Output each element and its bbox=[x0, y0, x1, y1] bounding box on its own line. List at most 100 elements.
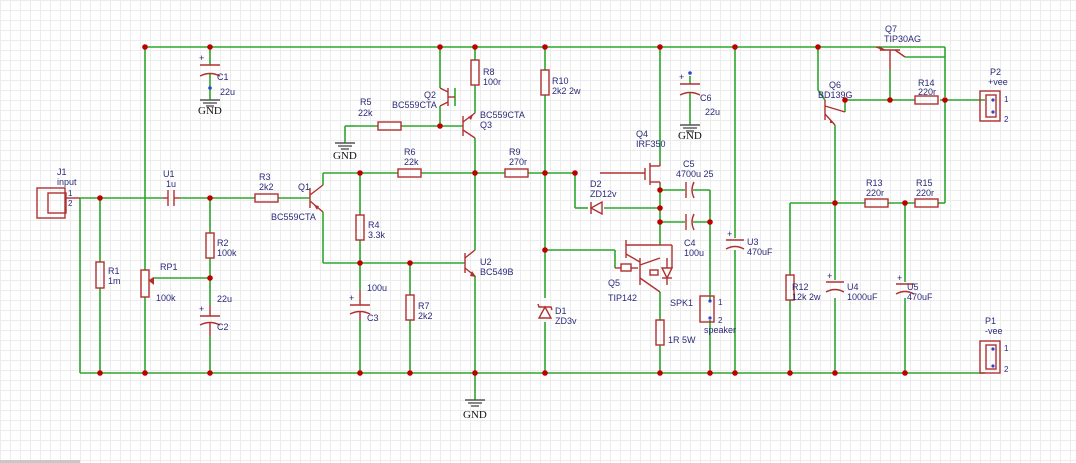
j1-ref: J1 bbox=[57, 167, 67, 177]
p2-value: +vee bbox=[988, 77, 1008, 87]
ground-symbol-main bbox=[465, 399, 485, 407]
rp1-ref: RP1 bbox=[160, 262, 178, 272]
transistor-q2[interactable] bbox=[439, 87, 455, 107]
capacitor-c5[interactable] bbox=[685, 181, 695, 199]
r2-ref: R2 bbox=[217, 238, 229, 248]
c4-ref: C4 bbox=[684, 238, 696, 248]
darlington-q5[interactable] bbox=[615, 240, 674, 293]
d2-ref: D2 bbox=[590, 179, 602, 189]
gnd-label-c6: GND bbox=[678, 130, 702, 142]
resistor-r7[interactable] bbox=[405, 294, 415, 321]
gnd-label-c1: GND bbox=[198, 105, 222, 117]
j1-pin-2: 2 bbox=[68, 199, 73, 208]
q5-ref: Q5 bbox=[608, 278, 620, 288]
q1-value: BC559CTA bbox=[271, 212, 316, 222]
connector-p1[interactable] bbox=[979, 340, 1001, 374]
r12-value: 12k 2w bbox=[792, 292, 821, 302]
horizontal-scrollbar[interactable] bbox=[0, 460, 80, 463]
q7-ref: Q7 bbox=[885, 24, 897, 34]
q5-value: TIP142 bbox=[608, 293, 637, 303]
resistor-r2[interactable] bbox=[205, 232, 215, 259]
r8-value: 100r bbox=[483, 77, 501, 87]
r3-value: 2k2 bbox=[259, 182, 274, 192]
q7-value: TIP30AG bbox=[884, 34, 921, 44]
resistor-r6[interactable] bbox=[397, 168, 422, 178]
capacitor-u1[interactable] bbox=[163, 190, 180, 206]
svg-text:+: + bbox=[727, 229, 732, 239]
spk1-pin-1: 1 bbox=[718, 298, 723, 307]
resistor-r1[interactable] bbox=[95, 261, 105, 289]
resistor-r14[interactable] bbox=[914, 95, 939, 105]
c4-value: 100u bbox=[684, 248, 704, 258]
zener-d2[interactable] bbox=[589, 200, 603, 216]
u4-value: 1000uF bbox=[847, 292, 878, 302]
r6-value: 22k bbox=[404, 157, 419, 167]
speaker-spk1[interactable] bbox=[699, 295, 715, 323]
spk1-pin-2: 2 bbox=[718, 316, 723, 325]
potentiometer-rp1[interactable] bbox=[140, 269, 154, 298]
u3-ref: U3 bbox=[747, 237, 759, 247]
resistor-r5[interactable] bbox=[377, 121, 402, 131]
connector-p2[interactable] bbox=[979, 90, 1001, 122]
resistor-r4[interactable] bbox=[355, 214, 365, 241]
r9-value: 270r bbox=[509, 157, 527, 167]
u3-value: 470uF bbox=[747, 247, 773, 257]
u2-ref: U2 bbox=[480, 257, 492, 267]
capacitor-c4[interactable] bbox=[685, 213, 695, 231]
r9-ref: R9 bbox=[509, 147, 521, 157]
capacitor-u4[interactable]: + bbox=[825, 271, 845, 293]
resistor-r3[interactable] bbox=[254, 193, 279, 203]
resistor-r15[interactable] bbox=[914, 198, 939, 208]
mosfet-q4[interactable] bbox=[600, 163, 661, 185]
r1-value: 1m bbox=[108, 276, 121, 286]
resistor-r9[interactable] bbox=[504, 168, 529, 178]
resistor-1r-5w[interactable] bbox=[655, 319, 665, 346]
transistor-u2[interactable] bbox=[464, 249, 476, 277]
q4-ref: Q4 bbox=[636, 129, 648, 139]
zener-d1[interactable] bbox=[537, 303, 553, 319]
q2-ref: Q2 bbox=[424, 90, 436, 100]
r7-value: 2k2 bbox=[418, 311, 433, 321]
connector-j1[interactable]: 1 2 bbox=[36, 187, 80, 219]
capacitor-c2[interactable]: + bbox=[199, 304, 221, 336]
resistor-r8[interactable] bbox=[470, 59, 480, 86]
c1-ref: C1 bbox=[217, 72, 229, 82]
ground-symbol-r5 bbox=[335, 142, 355, 150]
spk1-ref: SPK1 bbox=[670, 298, 693, 308]
resistor-r13[interactable] bbox=[864, 198, 889, 208]
spk1-value: speaker bbox=[704, 325, 736, 335]
r10-value: 2k2 2w bbox=[552, 86, 581, 96]
junction-dots bbox=[97, 44, 948, 376]
p2-pin-2: 2 bbox=[1004, 115, 1009, 124]
r8-ref: R8 bbox=[483, 67, 495, 77]
transistor-q7[interactable] bbox=[875, 46, 906, 70]
q2-value: BC559CTA bbox=[392, 100, 437, 110]
d1-value: ZD3v bbox=[555, 316, 577, 326]
r15-value: 220r bbox=[916, 188, 934, 198]
resistor-r10[interactable] bbox=[540, 69, 550, 96]
capacitor-u5[interactable]: + bbox=[895, 273, 915, 295]
resistor-1r-5w-label: 1R 5W bbox=[668, 335, 696, 345]
capacitor-u3[interactable]: + bbox=[725, 229, 745, 250]
capacitor-c3[interactable]: + bbox=[349, 290, 371, 320]
q1-ref: Q1 bbox=[298, 182, 310, 192]
transistor-q6[interactable] bbox=[824, 100, 846, 126]
r15-ref: R15 bbox=[916, 178, 933, 188]
c6-ref: C6 bbox=[700, 93, 712, 103]
c5-ref: C5 bbox=[683, 159, 695, 169]
transistor-q1[interactable] bbox=[309, 184, 324, 213]
r2-value: 100k bbox=[217, 248, 237, 258]
resistor-r12[interactable] bbox=[785, 274, 795, 301]
r1-ref: R1 bbox=[108, 266, 120, 276]
capacitor-c1[interactable]: + bbox=[199, 53, 221, 77]
r13-value: 220r bbox=[866, 188, 884, 198]
transistor-q3[interactable] bbox=[462, 112, 476, 139]
svg-text:+: + bbox=[349, 293, 354, 303]
r4-value: 3.3k bbox=[368, 230, 386, 240]
q4-value: IRF350 bbox=[636, 139, 666, 149]
capacitor-c6[interactable]: + bbox=[679, 72, 701, 96]
r14-value: 220r bbox=[918, 87, 936, 97]
p1-pin-1: 1 bbox=[1004, 344, 1009, 353]
